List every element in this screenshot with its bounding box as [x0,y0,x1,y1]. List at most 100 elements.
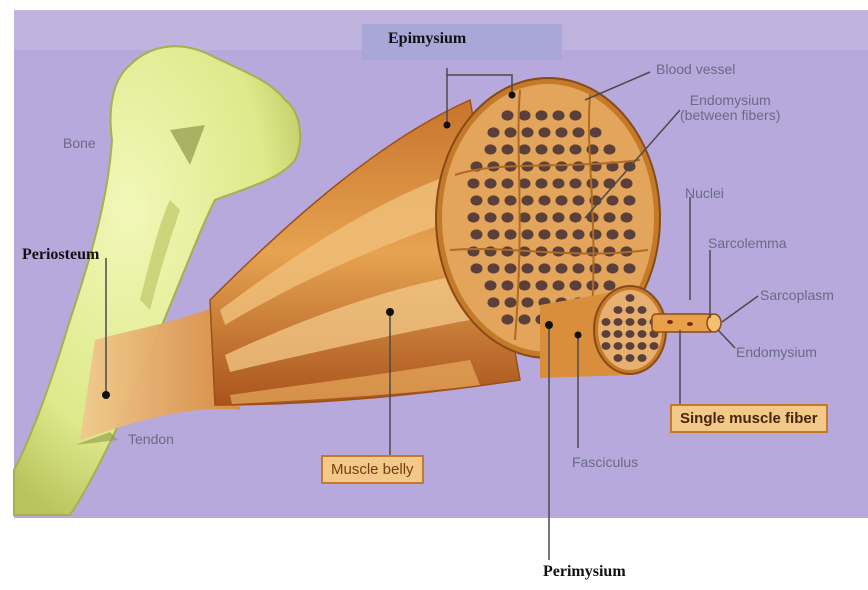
fiber-hole [471,263,483,273]
fiber-hole [607,263,619,273]
fiber-hole [488,297,500,307]
fiber-hole [573,229,585,239]
fiber-hole [505,229,517,239]
fiber-hole [556,161,568,171]
label-endomysium: Endomysium [736,345,817,360]
fiber-hole [485,144,497,154]
fiber-hole [650,342,659,350]
fiber-hole [522,195,534,205]
fiber-hole [626,306,635,314]
fiber-hole [488,127,500,137]
fiber-hole [556,229,568,239]
label-fasciculus: Fasciculus [572,455,638,470]
fiber-hole [621,178,633,188]
fiber-hole [485,212,497,222]
fiber-hole [502,178,514,188]
fiber-hole [570,246,582,256]
fiber-hole [522,229,534,239]
label-single-muscle-fiber: Single muscle fiber [670,404,828,433]
fiber-hole [502,212,514,222]
fiber-hole [539,229,551,239]
fiber-hole [536,144,548,154]
label-bone: Bone [63,136,96,151]
fiber-hole [488,195,500,205]
fiber-hole [556,127,568,137]
fiber-hole [614,318,623,326]
fiber-hole [536,212,548,222]
fiber-hole [604,280,616,290]
fiber-hole [614,330,623,338]
fiber-hole [626,294,635,302]
fiber-hole [553,144,565,154]
fiber-hole [607,195,619,205]
fiber-hole [614,342,623,350]
fiber-hole [539,263,551,273]
fiber-hole [485,280,497,290]
fiber-hole [553,110,565,120]
fiber-hole [556,195,568,205]
label-blood-vessel: Blood vessel [656,62,735,77]
fiber-hole [638,318,647,326]
fiber-hole [522,263,534,273]
label-tendon: Tendon [128,432,174,447]
fiber-hole [573,195,585,205]
fiber-hole [553,212,565,222]
fiber-hole [468,212,480,222]
fiber-hole [570,144,582,154]
fiber-hole [485,178,497,188]
fiber-hole [471,229,483,239]
fiber-hole [604,144,616,154]
label-periosteum: Periosteum [22,246,99,264]
fiber-hole [587,144,599,154]
fiber-hole [505,195,517,205]
fiber-hole [626,354,635,362]
fiber-hole [488,229,500,239]
fiber-hole [638,306,647,314]
fiber-hole [468,246,480,256]
fiber-hole [602,330,611,338]
fiber-hole [505,127,517,137]
fiber-hole [587,178,599,188]
fiber-hole [553,178,565,188]
fiber-hole [604,178,616,188]
label-epimysium: Epimysium [388,30,466,48]
label-perimysium: Perimysium [543,563,626,581]
fiber-hole [502,246,514,256]
fiber-hole [614,306,623,314]
fiber-hole [519,144,531,154]
fiber-hole [553,280,565,290]
fiber-hole [502,314,514,324]
fiber-hole [539,127,551,137]
fiber-hole [590,263,602,273]
fiber-hole [570,178,582,188]
fiber-hole [607,229,619,239]
fiber-hole [624,229,636,239]
fiber-hole [604,246,616,256]
fiber-hole [626,342,635,350]
fiber-hole [502,110,514,120]
fiber-hole [536,280,548,290]
fiber-hole [573,161,585,171]
fiber-hole [638,342,647,350]
fiber-hole [502,144,514,154]
fiber-hole [502,280,514,290]
fiber-hole [522,127,534,137]
fiber-hole [536,110,548,120]
fiber-hole [556,263,568,273]
label-nuclei: Nuclei [685,186,724,201]
fiber-hole [638,330,647,338]
fiber-hole [570,280,582,290]
fiber-hole [590,127,602,137]
fiber-hole [536,178,548,188]
fiber-hole [638,354,647,362]
fiber-hole [488,263,500,273]
fiber-hole [624,263,636,273]
fiber-hole [468,178,480,188]
fiber-hole [570,212,582,222]
label-sarcolemma: Sarcolemma [708,236,787,251]
fiber-hole [590,229,602,239]
fiber-hole [519,280,531,290]
fiber-hole [519,314,531,324]
